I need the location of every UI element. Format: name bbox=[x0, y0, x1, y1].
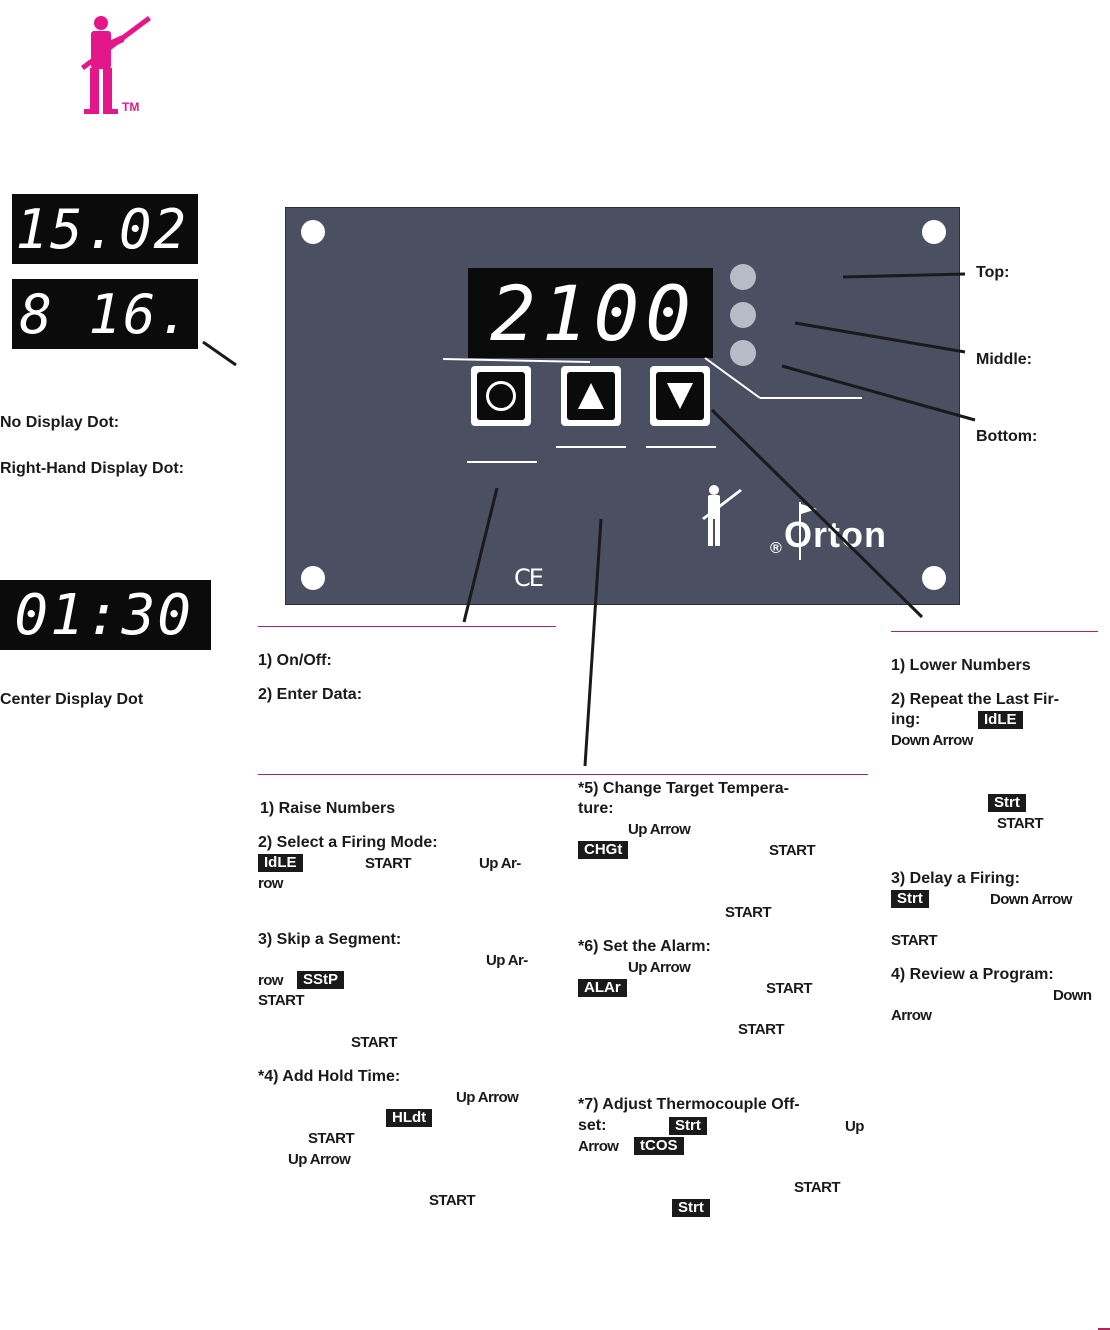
panel-underline-3 bbox=[646, 446, 716, 448]
col4-idle-tag: IdLE bbox=[978, 711, 1023, 729]
col2-hold: *4) Add Hold Time: bbox=[258, 1068, 401, 1085]
screw-top-right bbox=[922, 220, 946, 244]
down-arrow-icon bbox=[667, 383, 693, 409]
col2-row-2: row bbox=[258, 972, 283, 989]
col3-start-2: START bbox=[725, 904, 771, 921]
rule-col1 bbox=[258, 626, 556, 627]
page-corner-mark bbox=[1098, 1328, 1110, 1330]
col3-strt-tag-2: Strt bbox=[672, 1199, 710, 1217]
rule-col4 bbox=[891, 631, 1098, 632]
panel-soldier-icon bbox=[700, 484, 744, 548]
col1-enter-data: 2) Enter Data: bbox=[258, 686, 363, 703]
col3-change-2: ture: bbox=[578, 800, 614, 817]
display-center-dot: 01:30 bbox=[0, 580, 211, 650]
col2-firing-mode: 2) Select a Firing Mode: bbox=[258, 834, 438, 851]
led-middle bbox=[730, 302, 756, 328]
col2-start-4: START bbox=[308, 1130, 354, 1147]
col4-start-2: START bbox=[891, 932, 937, 949]
col3-tcos-tag: tCOS bbox=[634, 1137, 684, 1155]
col4-down-arrow-1: Down Arrow bbox=[891, 732, 973, 749]
col4-arrow: Arrow bbox=[891, 1007, 932, 1024]
power-icon bbox=[486, 381, 516, 411]
col2-row: row bbox=[258, 875, 283, 892]
line-dot-display bbox=[202, 340, 237, 367]
col4-delay: 3) Delay a Firing: bbox=[891, 870, 1020, 887]
col2-start-1: START bbox=[365, 855, 411, 872]
col4-down-arrow-2: Down Arrow bbox=[990, 891, 1072, 908]
led-top bbox=[730, 264, 756, 290]
col4-strt-tag-2: Strt bbox=[891, 890, 929, 908]
screw-bottom-left bbox=[301, 566, 325, 590]
col3-strt-tag-1: Strt bbox=[669, 1117, 707, 1135]
col3-chgt-tag: CHGt bbox=[578, 841, 629, 859]
col2-up-arrow-2: Up Arrow bbox=[288, 1151, 351, 1168]
col3-start-1: START bbox=[769, 842, 815, 859]
col3-up-arrow-1: Up Arrow bbox=[628, 821, 691, 838]
power-button[interactable] bbox=[471, 366, 531, 426]
col2-raise: 1) Raise Numbers bbox=[260, 800, 396, 817]
soldier-logo bbox=[76, 14, 156, 116]
col3-arrow: Arrow bbox=[578, 1138, 619, 1155]
label-right-display-dot: Right-Hand Display Dot: bbox=[0, 460, 184, 477]
label-top-led: Top: bbox=[976, 264, 1010, 281]
col4-repeat-2: ing: bbox=[891, 711, 921, 728]
col3-alarm: *6) Set the Alarm: bbox=[578, 938, 711, 955]
trademark: TM bbox=[122, 100, 140, 114]
col2-up-ar: Up Ar- bbox=[479, 855, 521, 872]
label-center-display-dot: Center Display Dot bbox=[0, 691, 144, 708]
col3-start-3: START bbox=[766, 980, 812, 997]
rule-col2 bbox=[258, 774, 868, 775]
col4-strt-tag-1: Strt bbox=[988, 794, 1026, 812]
col3-start-5: START bbox=[794, 1179, 840, 1196]
col4-lower: 1) Lower Numbers bbox=[891, 657, 1031, 674]
label-middle-led: Middle: bbox=[976, 351, 1032, 368]
col4-start-1: START bbox=[997, 815, 1043, 832]
col2-start-2: START bbox=[258, 992, 304, 1009]
led-bottom bbox=[730, 340, 756, 366]
col3-up: Up bbox=[845, 1118, 864, 1135]
registered-mark: ® bbox=[770, 540, 782, 557]
panel-underline-2 bbox=[556, 446, 626, 448]
col2-idle-tag: IdLE bbox=[258, 854, 303, 872]
col2-hldt-tag: HLdt bbox=[386, 1109, 433, 1127]
col3-tc-1: *7) Adjust Thermocouple Off- bbox=[578, 1096, 800, 1113]
col3-start-4: START bbox=[738, 1021, 784, 1038]
col4-down: Down bbox=[1053, 987, 1092, 1004]
orton-flag-icon bbox=[798, 502, 820, 560]
display-right-dot: 8 16. bbox=[12, 279, 198, 349]
up-arrow-icon bbox=[578, 383, 604, 409]
col2-up-arrow-1: Up Arrow bbox=[456, 1089, 519, 1106]
col3-tc-2: set: bbox=[578, 1117, 607, 1134]
col2-up-ar-2: Up Ar- bbox=[486, 952, 528, 969]
col3-alar-tag: ALAr bbox=[578, 979, 627, 997]
col4-review: 4) Review a Program: bbox=[891, 966, 1054, 983]
display-no-dot: 15.02 bbox=[12, 194, 198, 264]
col2-skip: 3) Skip a Segment: bbox=[258, 931, 402, 948]
screw-top-left bbox=[301, 220, 325, 244]
panel-underline-1 bbox=[467, 461, 537, 463]
col2-start-3: START bbox=[351, 1034, 397, 1051]
label-no-display-dot: No Display Dot: bbox=[0, 414, 120, 431]
screw-bottom-right bbox=[922, 566, 946, 590]
up-arrow-button[interactable] bbox=[561, 366, 621, 426]
label-bottom-led: Bottom: bbox=[976, 428, 1038, 445]
col3-change-1: *5) Change Target Tempera- bbox=[578, 780, 790, 797]
down-arrow-button[interactable] bbox=[650, 366, 710, 426]
ce-mark: CE bbox=[514, 564, 544, 592]
col4-repeat-1: 2) Repeat the Last Fir- bbox=[891, 691, 1060, 708]
col2-start-5: START bbox=[429, 1192, 475, 1209]
col3-up-arrow-2: Up Arrow bbox=[628, 959, 691, 976]
col2-sstp-tag: SStP bbox=[297, 971, 345, 989]
col1-on-off: 1) On/Off: bbox=[258, 652, 332, 669]
panel-display: 2100 bbox=[468, 268, 713, 358]
